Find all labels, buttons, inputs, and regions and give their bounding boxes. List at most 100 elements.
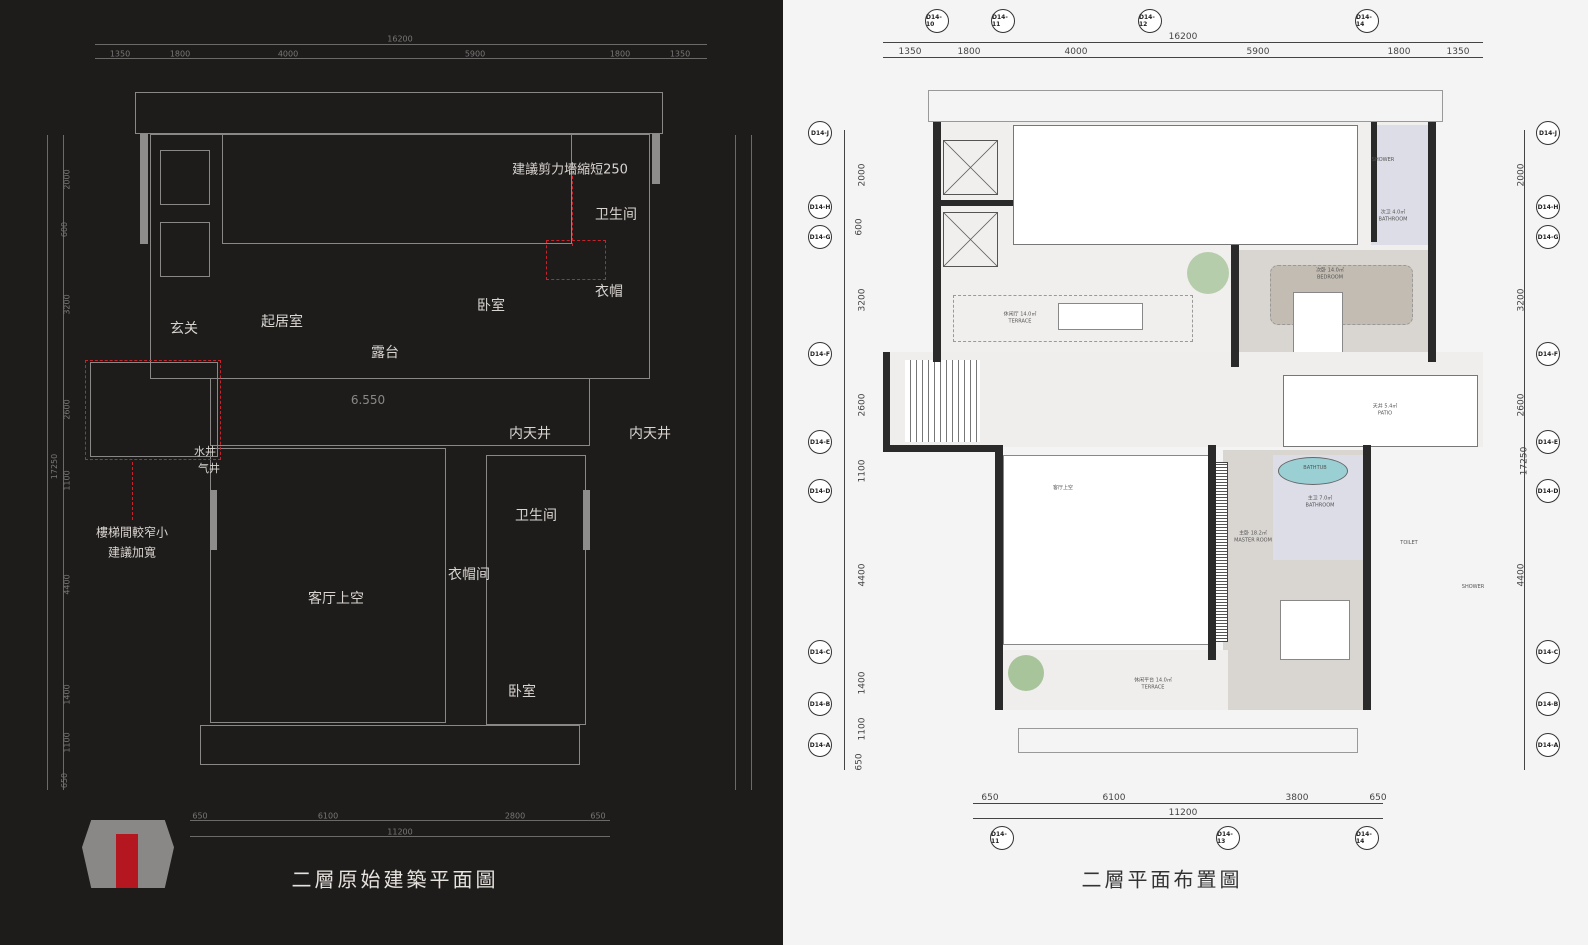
room-label: 衣帽间 <box>448 567 490 583</box>
dim: 600 <box>854 218 865 236</box>
red-annotation-line <box>132 462 133 520</box>
axis-bubble: D14-A <box>808 733 832 757</box>
room-label: 玄关 <box>170 321 198 337</box>
dim-line <box>883 57 1483 58</box>
dim-total: 16200 <box>1168 32 1198 42</box>
original-floor-plan-panel: 16200 1350 1800 4000 5900 1800 1350 2000… <box>0 0 783 945</box>
dim: 1800 <box>169 49 191 59</box>
axis-bubble: D14-14 <box>1355 9 1379 33</box>
dim-total: 11200 <box>1168 808 1198 818</box>
axis-bubble: D14-13 <box>1216 826 1240 850</box>
dim: 2600 <box>62 399 72 420</box>
dim: 3200 <box>857 288 868 312</box>
wall <box>933 200 1013 206</box>
annotation-note: 建議加寬 <box>107 545 157 560</box>
shear-wall <box>652 134 660 184</box>
plant-icon <box>1008 655 1044 691</box>
room-label: 客厅上空 <box>308 591 364 607</box>
dim: 2800 <box>504 811 526 821</box>
balcony <box>1018 728 1358 753</box>
red-highlight-wall <box>546 240 606 280</box>
axis-bubble: D14-C <box>808 640 832 664</box>
dim: 1800 <box>957 47 981 57</box>
fixture-label: BATHTUB <box>1303 464 1327 471</box>
dim: 5900 <box>464 49 486 59</box>
elevator <box>160 222 210 277</box>
room-label: 卧室 <box>477 298 505 314</box>
dim: 4400 <box>62 574 72 595</box>
dim: 5900 <box>1246 47 1270 57</box>
elevator <box>160 150 210 205</box>
dim-line <box>883 42 1483 43</box>
dim-line <box>1524 130 1525 770</box>
corridor <box>210 378 590 446</box>
dim: 2600 <box>1516 393 1527 417</box>
dim: 650 <box>192 811 208 821</box>
room-label: 客厅上空 <box>1052 484 1074 491</box>
stair <box>90 362 218 457</box>
void-area <box>1013 125 1358 245</box>
axis-bubble: D14-A <box>1536 733 1560 757</box>
dim: 650 <box>60 772 70 789</box>
shear-wall <box>140 134 148 244</box>
axis-bubble: D14-12 <box>1138 9 1162 33</box>
wall <box>1231 245 1239 367</box>
room-label: 气井 <box>198 462 220 475</box>
axis-bubble: D14-14 <box>1355 826 1379 850</box>
dim-line <box>95 44 707 45</box>
dim: 1400 <box>62 684 72 705</box>
plant-icon <box>1187 252 1229 294</box>
dim: 1100 <box>62 470 72 491</box>
dim-total: 16200 <box>387 34 413 44</box>
axis-bubble: D14-11 <box>991 9 1015 33</box>
dim: 1350 <box>1446 47 1470 57</box>
dim: 1400 <box>857 671 868 695</box>
key-plan-highlight <box>116 834 138 888</box>
shear-wall <box>210 490 217 550</box>
axis-bubble: D14-D <box>808 479 832 503</box>
dim: 3200 <box>1516 288 1527 312</box>
dim-line <box>190 836 610 837</box>
axis-bubble: D14-10 <box>925 9 949 33</box>
second-bath-floor <box>1371 125 1433 245</box>
wall <box>1363 445 1371 710</box>
dim: 3200 <box>62 294 72 315</box>
dim-total: 17250 <box>1519 446 1530 476</box>
dim: 1100 <box>857 717 868 741</box>
terrace-zone <box>953 295 1193 342</box>
dim-line <box>63 135 64 790</box>
dim: 6100 <box>317 811 339 821</box>
dim: 1800 <box>609 49 631 59</box>
dim: 650 <box>854 753 865 771</box>
dim-line <box>95 58 707 59</box>
room-label: 起居室 <box>261 314 303 330</box>
room-label: 露台 <box>371 345 399 361</box>
dim: 4000 <box>277 49 299 59</box>
room-label: 水井 <box>194 445 216 458</box>
plan-title: 二層原始建築平面圖 <box>291 867 499 892</box>
living-void <box>210 448 446 723</box>
wall <box>933 122 941 362</box>
roof-eave <box>135 92 663 134</box>
axis-bubble: D14-B <box>808 692 832 716</box>
red-annotation-line <box>572 176 573 246</box>
dim-line <box>735 135 736 790</box>
wall <box>1428 122 1436 362</box>
living-void <box>1003 455 1213 645</box>
dim: 650 <box>1369 793 1387 803</box>
annotation-note: 建議剪力墻縮短250 <box>512 162 628 178</box>
wall <box>1208 445 1216 660</box>
dim: 4000 <box>1064 47 1088 57</box>
roof-eave <box>928 90 1443 122</box>
fixture-label: SHOWER <box>1371 156 1395 163</box>
wall <box>883 445 995 452</box>
room-label: 卫生间 <box>515 508 557 524</box>
balcony <box>200 725 580 765</box>
wall <box>883 352 890 452</box>
dim: 2000 <box>62 169 72 190</box>
dim-line <box>844 130 845 770</box>
axis-bubble: D14-J <box>808 121 832 145</box>
